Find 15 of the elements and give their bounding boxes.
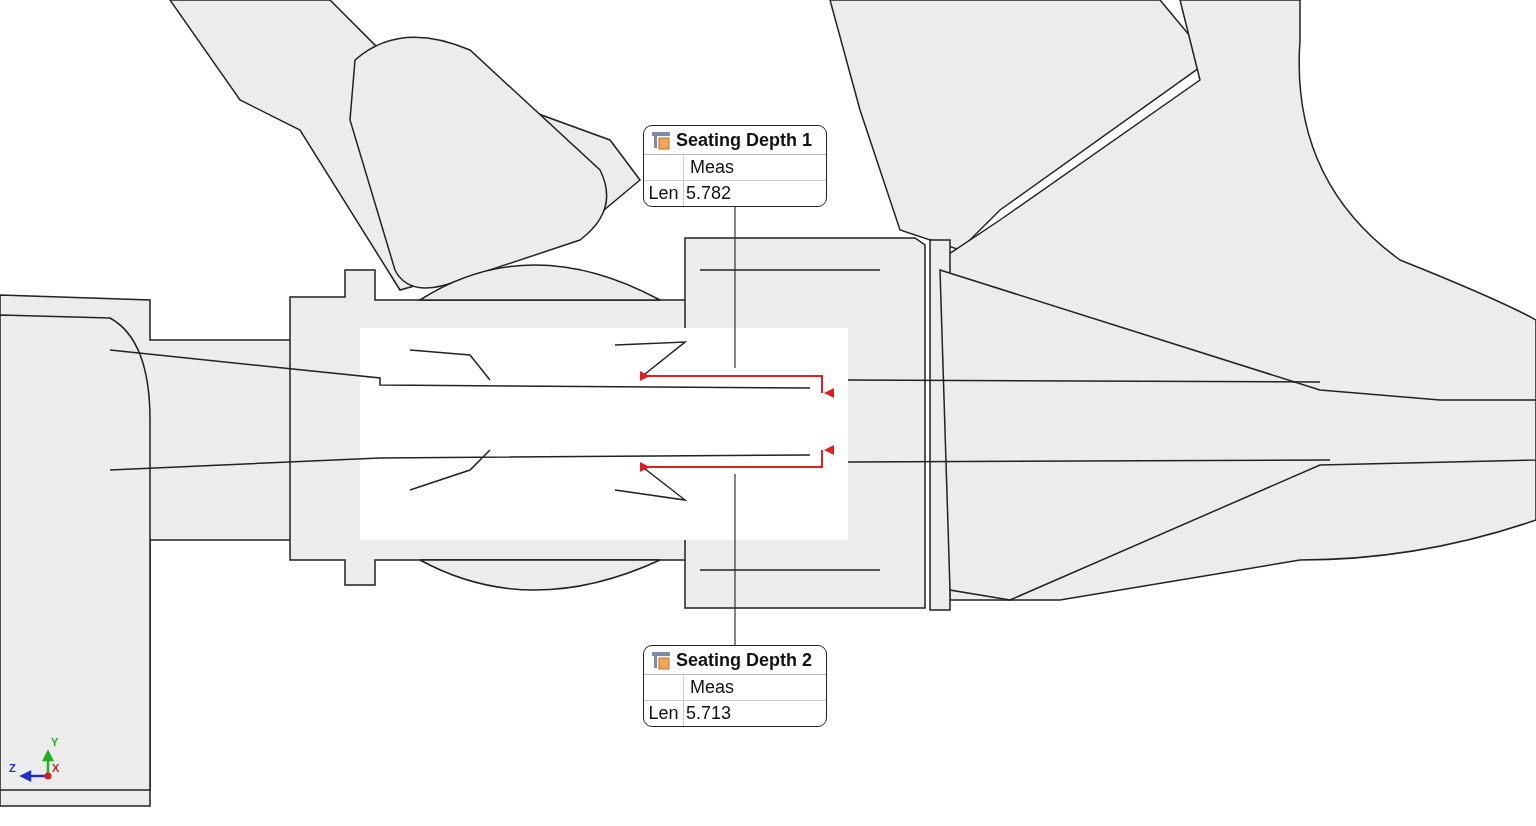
callout-title: Seating Depth 2: [676, 649, 813, 671]
axis-label: Y: [51, 736, 59, 748]
row-header: Len: [644, 701, 684, 726]
column-header: Meas: [689, 156, 735, 179]
column-header: Meas: [689, 676, 735, 699]
axis-label: Z: [9, 762, 16, 774]
leader-line: [734, 206, 736, 369]
leader-line: [734, 473, 736, 646]
row-header: Len: [644, 181, 684, 206]
measured-value: 5.713: [685, 702, 733, 725]
axis-label: X: [52, 762, 60, 774]
measurement-callout: [643, 125, 827, 207]
measured-value: 5.782: [685, 182, 733, 205]
measurement-callout: [643, 645, 827, 727]
callout-title: Seating Depth 1: [676, 129, 813, 151]
